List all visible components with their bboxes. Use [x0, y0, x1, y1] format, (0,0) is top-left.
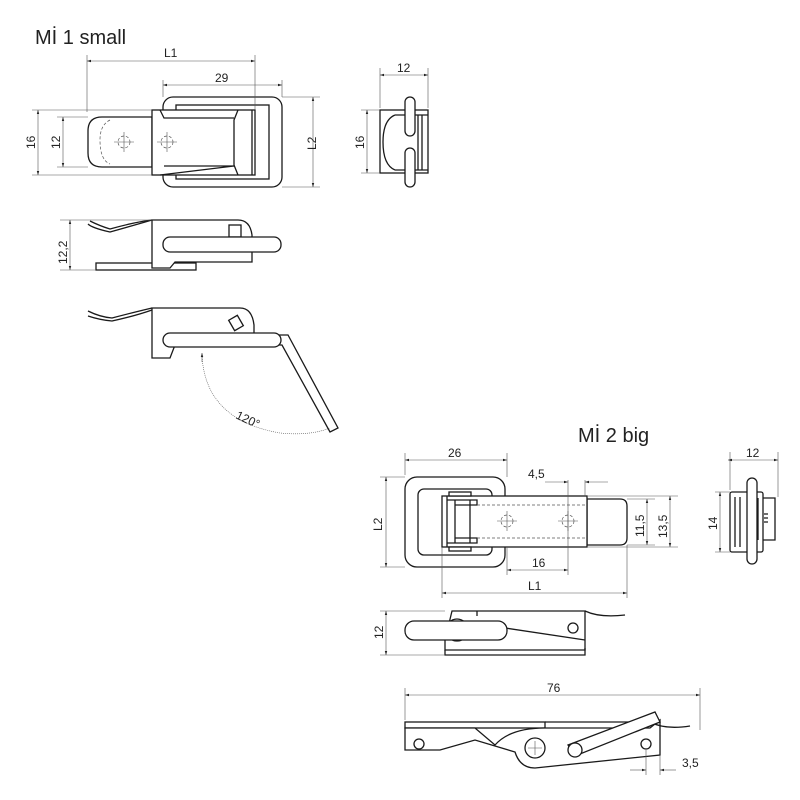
dim-12: 12 [49, 135, 63, 149]
dim-16-big: 16 [532, 556, 546, 570]
dim-11-5: 11,5 [633, 514, 647, 537]
dim-3-5: 3,5 [682, 756, 699, 770]
dim-4-5: 4,5 [528, 467, 545, 481]
small-top-dimensions: L1 29 16 12 L2 [24, 46, 320, 188]
big-side-view-closed: 12 [372, 610, 626, 656]
dim-l2: L2 [305, 136, 319, 150]
small-end-view: 12 16 [353, 61, 429, 188]
dim-16: 16 [24, 135, 38, 149]
end-dim-12: 12 [397, 61, 411, 75]
big-end-view: 12 14 [706, 446, 779, 565]
big-side-view-open: 76 3,5 [404, 681, 701, 775]
big-top-dimensions: 26 4,5 16 L1 L2 11,5 13,5 [371, 446, 678, 598]
dim-13-5: 13,5 [656, 514, 670, 538]
dim-12-2: 12,2 [56, 240, 70, 264]
dim-76: 76 [547, 681, 561, 695]
end-dim-12-big: 12 [746, 446, 760, 460]
dim-12-side: 12 [372, 625, 386, 639]
small-title: Mİ 1 small [35, 26, 126, 49]
small-side-view-closed: 12,2 [56, 219, 282, 271]
end-dim-14: 14 [706, 516, 720, 530]
dim-l1: L1 [164, 46, 178, 60]
big-top-view [404, 476, 628, 568]
end-dim-16: 16 [353, 135, 367, 149]
dim-l2-big: L2 [371, 517, 385, 531]
small-top-view [87, 96, 283, 188]
dim-29: 29 [215, 71, 229, 85]
dim-26: 26 [448, 446, 462, 460]
small-side-view-open: 120° [87, 307, 339, 435]
dim-l1-big: L1 [528, 579, 542, 593]
big-title: Mİ 2 big [578, 424, 649, 447]
